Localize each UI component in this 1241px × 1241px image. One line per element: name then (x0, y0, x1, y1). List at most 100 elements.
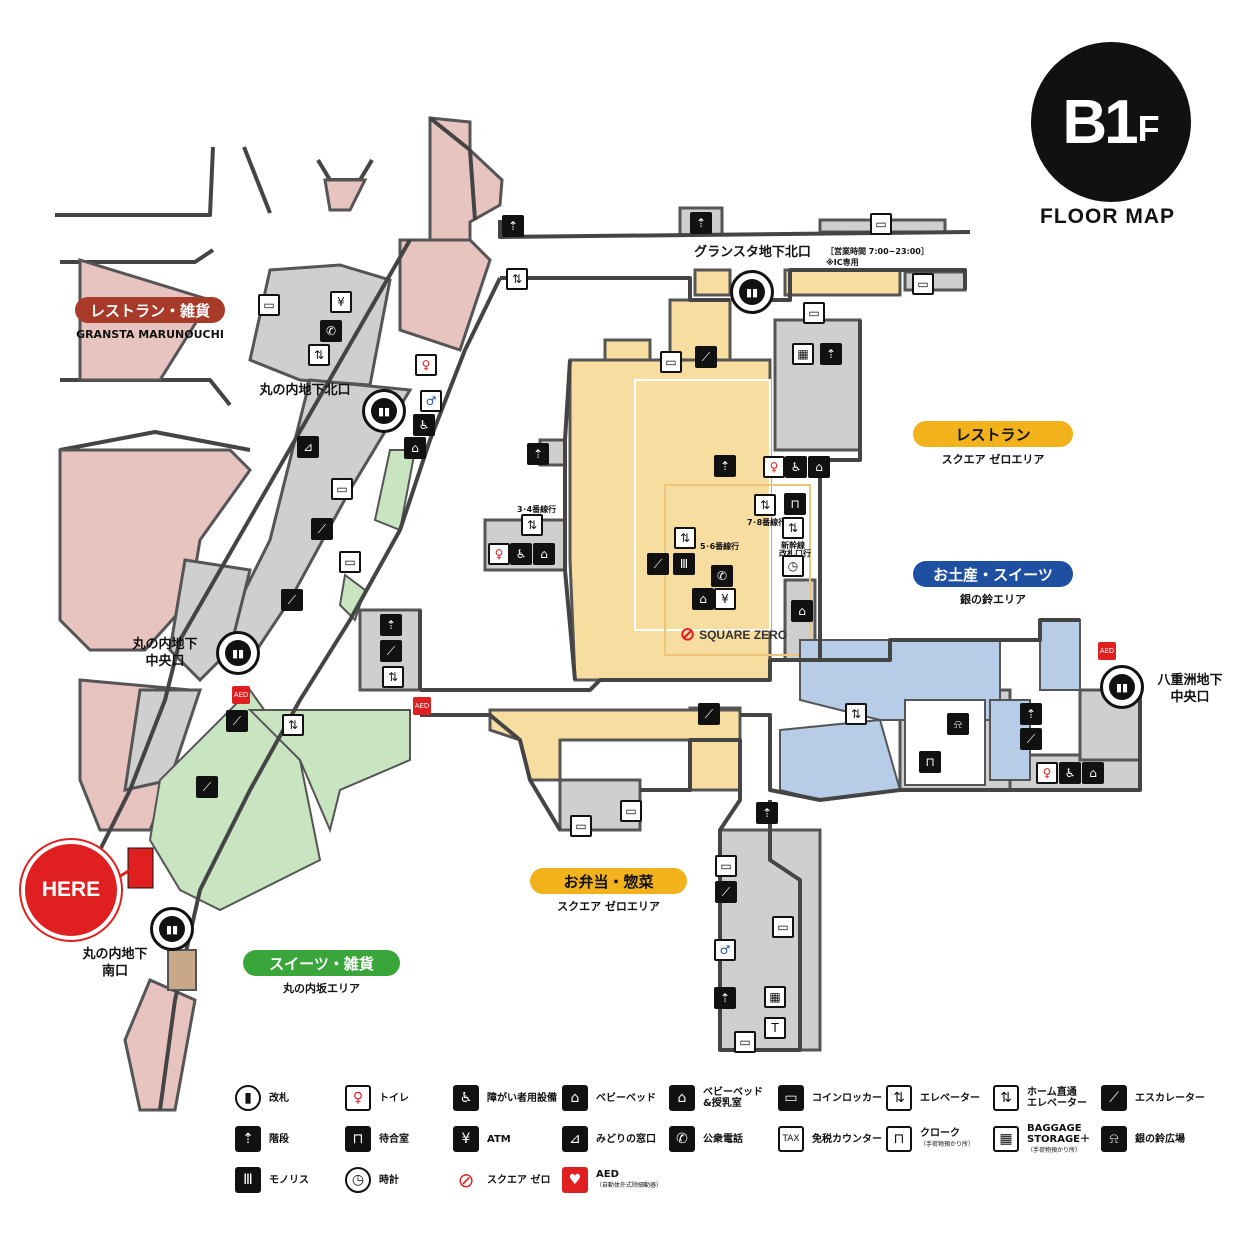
toilet-icon[interactable]: ♂ (714, 939, 736, 961)
stairs-icon[interactable]: ⇡ (1020, 703, 1042, 725)
stairs-icon[interactable]: ⇡ (756, 802, 778, 824)
monolith-icon: Ⅲ (235, 1167, 261, 1193)
stairs-icon[interactable]: ⇡ (527, 443, 549, 465)
stairs-icon[interactable]: ⇡ (502, 215, 524, 237)
legend-accessible: ♿ 障がい者用設備 (453, 1084, 557, 1112)
here-marker: HERE (21, 840, 121, 940)
gate-maru-central-icon[interactable]: ▮▮ (216, 631, 260, 675)
gate-maru-north-icon[interactable]: ▮▮ (362, 389, 406, 433)
coin-locker-icon[interactable]: ▭ (331, 478, 353, 500)
shinkansen-label-2: 改札口行 (779, 549, 811, 558)
elevator-icon[interactable]: ⇅ (282, 714, 304, 736)
platform-elevator-icon[interactable]: ⇅ (521, 514, 543, 536)
coin-locker-icon[interactable]: ▭ (870, 213, 892, 235)
platform-elevator-icon[interactable]: ⇅ (506, 268, 528, 290)
legend-label-cloak: クローク （手荷物預かり所） (920, 1128, 974, 1150)
stairs-icon[interactable]: ⇡ (690, 212, 712, 234)
aed-icon[interactable]: AED (413, 697, 431, 715)
escalator-icon[interactable]: ⟋ (715, 881, 737, 903)
platform-elevator-icon[interactable]: ⇅ (782, 517, 804, 539)
ticket-office-icon[interactable]: ⊿ (297, 436, 319, 458)
area-sub-restaurant-square: スクエア ゼロエリア (941, 453, 1045, 466)
toilet-icon[interactable]: ♂ (420, 390, 442, 412)
gate-yaesu-central-icon[interactable]: ▮▮ (1100, 665, 1144, 709)
coin-locker-icon[interactable]: ▭ (660, 351, 682, 373)
platform-elevator-icon[interactable]: ⇅ (754, 494, 776, 516)
escalator-icon[interactable]: ⟋ (698, 703, 720, 725)
stairs-icon[interactable]: ⇡ (714, 455, 736, 477)
elevator-icon[interactable]: ⇅ (845, 703, 867, 725)
legend-escalator: ⟋ エスカレーター (1101, 1084, 1205, 1112)
coin-locker-icon[interactable]: ▭ (570, 815, 592, 837)
elevator-icon[interactable]: ⇅ (382, 666, 404, 688)
gate-maru-south-icon[interactable]: ▮▮ (150, 907, 194, 951)
toilet-icon[interactable]: ♀ (1036, 762, 1058, 784)
platform-56-label: 5･6番線行 (700, 542, 740, 551)
monolith-icon[interactable]: Ⅲ (673, 553, 695, 575)
accessible-icon[interactable]: ♿ (785, 456, 807, 478)
toilet-icon[interactable]: ♀ (488, 543, 510, 565)
baby-bed-icon[interactable]: ⌂ (1082, 762, 1104, 784)
escalator-icon[interactable]: ⟋ (380, 640, 402, 662)
waiting-room-icon[interactable]: ⊓ (919, 751, 941, 773)
coin-locker-icon[interactable]: ▭ (258, 294, 280, 316)
legend-label-waiting: 待合室 (379, 1133, 409, 1145)
waiting-room-icon[interactable]: ⊓ (784, 493, 806, 515)
legend-label-clock: 時計 (379, 1174, 399, 1186)
phone-icon[interactable]: ✆ (711, 565, 733, 587)
aed-icon[interactable]: AED (232, 686, 250, 704)
escalator-icon[interactable]: ⟋ (196, 776, 218, 798)
coin-locker-icon[interactable]: ▭ (620, 800, 642, 822)
phone-icon[interactable]: ✆ (320, 320, 342, 342)
baby-bed-icon[interactable]: ⌂ (533, 543, 555, 565)
platform-elevator-icon[interactable]: ⇅ (674, 527, 696, 549)
toilet-icon[interactable]: ♀ (415, 354, 437, 376)
legend-label-elevator: エレベーター (920, 1092, 980, 1104)
area-sweets[interactable]: スイーツ・雑貨 (243, 950, 400, 976)
platform-78-label: 7･8番線行 (747, 518, 787, 527)
area-sub-bento: スクエア ゼロエリア (557, 900, 660, 913)
area-souvenir[interactable]: お土産・スイーツ (913, 561, 1073, 587)
accessible-icon[interactable]: ♿ (413, 414, 435, 436)
gate-maru-south-label: 丸の内地下 南口 (65, 946, 165, 980)
atm-icon[interactable]: ¥ (330, 291, 352, 313)
coin-locker-icon[interactable]: ▭ (772, 916, 794, 938)
area-sub-sweets: 丸の内坂エリア (283, 982, 360, 995)
escalator-icon[interactable]: ⟋ (695, 346, 717, 368)
area-bento[interactable]: お弁当・惣菜 (530, 868, 687, 894)
baby-bed-icon[interactable]: ⌂ (808, 456, 830, 478)
aed-icon[interactable]: AED (1098, 642, 1116, 660)
silver-bell-icon[interactable]: ⍾ (947, 713, 969, 735)
coin-locker-icon[interactable]: ▭ (803, 302, 825, 324)
legend-label-nursing: ベビーベッド &授乳室 (703, 1087, 763, 1109)
clock-icon[interactable]: ◷ (782, 555, 804, 577)
baggage-storage-icon[interactable]: ▦ (792, 343, 814, 365)
escalator-icon[interactable]: ⟋ (311, 518, 333, 540)
baby-bed-icon[interactable]: ⌂ (404, 437, 426, 459)
toilet-icon[interactable]: ♀ (763, 456, 785, 478)
coin-locker-icon[interactable]: ▭ (339, 551, 361, 573)
accessible-icon[interactable]: ♿ (510, 543, 532, 565)
escalator-icon[interactable]: ⟋ (1020, 728, 1042, 750)
escalator-icon[interactable]: ⟋ (226, 710, 248, 732)
stairs-icon[interactable]: ⇡ (820, 343, 842, 365)
stairs-icon[interactable]: ⇡ (380, 614, 402, 636)
baggage-storage-icon[interactable]: ▦ (764, 986, 786, 1008)
gate-gransta-north-icon[interactable]: ▮▮ (730, 270, 774, 314)
stairs-icon[interactable]: ⇡ (714, 987, 736, 1009)
tax-free-icon[interactable]: T (764, 1017, 786, 1039)
area-restaurant-granstamaru[interactable]: レストラン・雑貨 (75, 297, 225, 323)
area-restaurant-square[interactable]: レストラン (913, 421, 1073, 447)
coin-locker-icon[interactable]: ▭ (912, 273, 934, 295)
atm-icon[interactable]: ¥ (714, 588, 736, 610)
escalator-icon[interactable]: ⟋ (281, 589, 303, 611)
nursing-room-icon[interactable]: ⌂ (692, 588, 714, 610)
coin-locker-icon[interactable]: ▭ (734, 1031, 756, 1053)
coin-locker-icon[interactable]: ▭ (715, 855, 737, 877)
accessible-icon[interactable]: ♿ (1059, 762, 1081, 784)
legend-elevator: ⇅ エレベーター (886, 1084, 980, 1112)
escalator-icon[interactable]: ⟋ (647, 553, 669, 575)
elevator-icon[interactable]: ⇅ (308, 344, 330, 366)
nursing-room-icon[interactable]: ⌂ (791, 600, 813, 622)
